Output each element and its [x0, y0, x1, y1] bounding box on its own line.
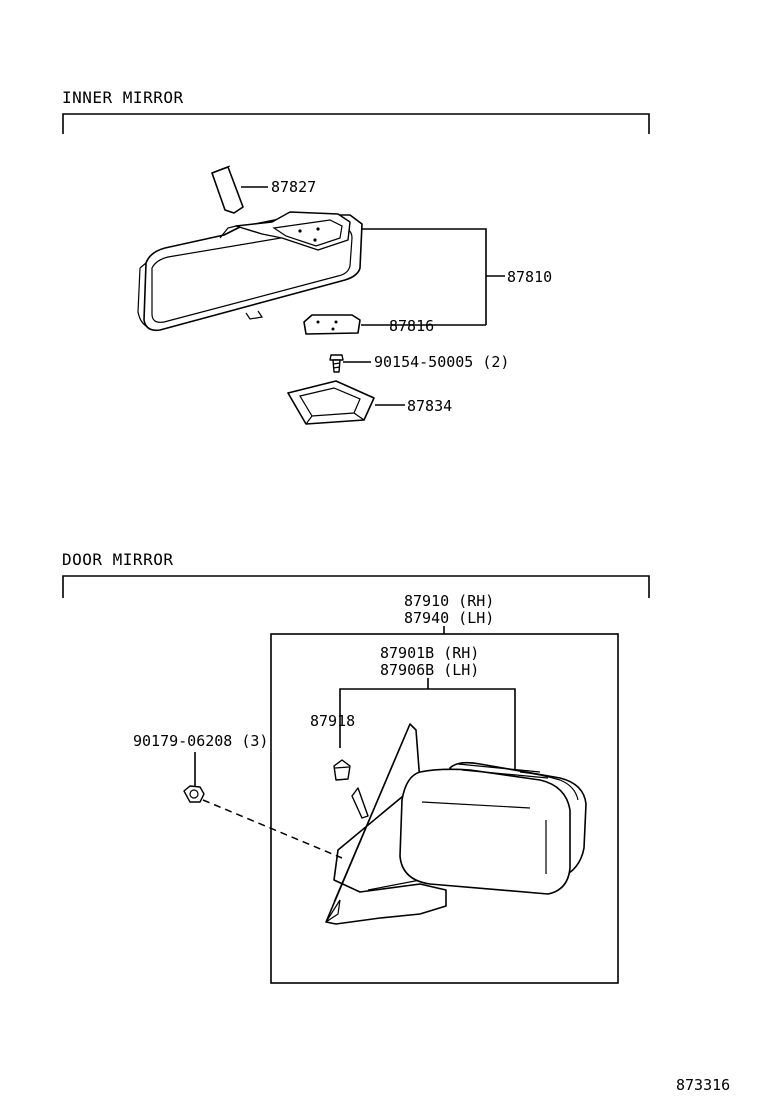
label-87834: 87834	[407, 397, 452, 415]
part-90179-nut	[183, 785, 205, 803]
door-mirror-housing	[399, 761, 587, 895]
inner-mirror-title: INNER MIRROR	[62, 88, 184, 107]
door-mirror-assembly-box	[270, 633, 619, 984]
label-87940: 87940 (LH)	[404, 609, 494, 627]
label-87918: 87918	[310, 712, 355, 730]
door-mirror-title: DOOR MIRROR	[62, 550, 173, 569]
label-87910: 87910 (RH)	[404, 592, 494, 610]
part-87827-pad	[211, 165, 244, 214]
door-mirror-bracket-line	[62, 575, 650, 598]
figure-id: 873316	[676, 1076, 730, 1094]
label-87827: 87827	[271, 178, 316, 196]
part-90154-screw	[329, 354, 344, 373]
assembly-dashed-line	[202, 799, 343, 859]
label-87810: 87810	[507, 268, 552, 286]
part-87918-cap	[333, 759, 351, 781]
bracket-87810	[362, 228, 487, 325]
part-87834-cover	[287, 380, 375, 425]
inner-mirror-body	[137, 211, 363, 332]
bracket-87901B	[339, 678, 516, 770]
label-87901B: 87901B (RH)	[380, 644, 479, 662]
label-87816: 87816	[389, 317, 434, 335]
label-90179: 90179-06208 (3)	[133, 732, 268, 750]
part-87816-plate	[303, 314, 361, 335]
inner-mirror-bracket-line	[62, 113, 650, 134]
label-87906B: 87906B (LH)	[380, 661, 479, 679]
label-90154: 90154-50005 (2)	[374, 353, 509, 371]
